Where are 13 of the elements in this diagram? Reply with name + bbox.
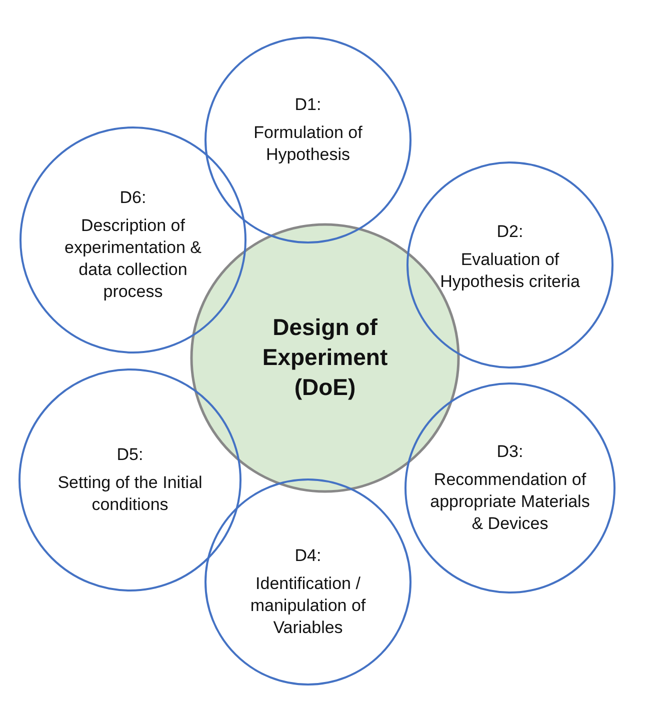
step-number: D6: <box>118 186 148 209</box>
step-description: Formulation of Hypothesis <box>252 122 364 166</box>
step-number: D3: <box>496 440 524 463</box>
center-title: Design of Experiment (DoE) <box>261 313 389 402</box>
step-description: Evaluation of Hypothesis criteria <box>439 248 581 294</box>
step-description: Identification / manipulation of Variables <box>249 572 367 640</box>
step-description: Description of experimentation & data collection process <box>63 214 203 304</box>
step-number: D2: <box>496 220 524 243</box>
step-number: D5: <box>116 444 144 466</box>
step-number: D4: <box>294 544 322 567</box>
step-description: Recommendation of appropriate Materials & Devices <box>430 468 590 536</box>
step-description: Setting of the Initial conditions <box>56 472 204 516</box>
step-number: D1: <box>294 94 322 116</box>
